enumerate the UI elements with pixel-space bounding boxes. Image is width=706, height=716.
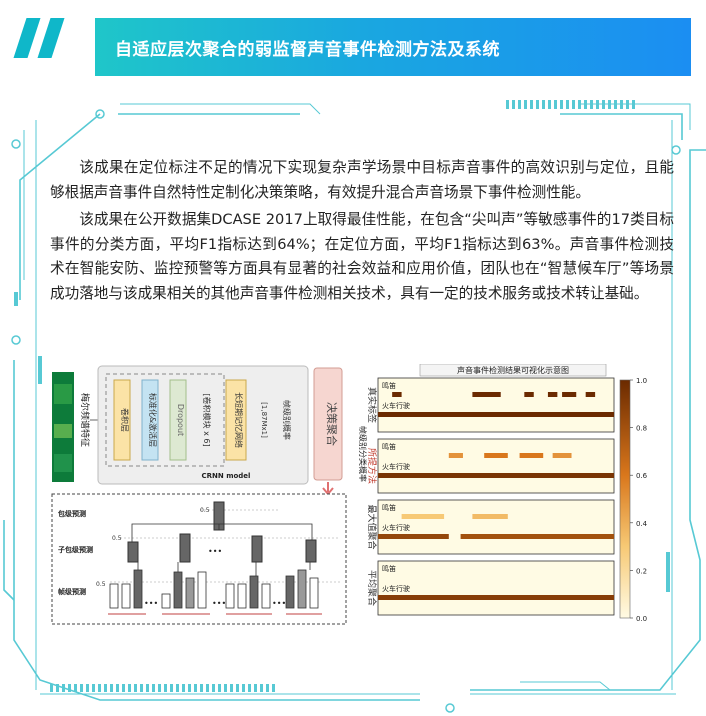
event-label: 火车行驶 bbox=[382, 584, 410, 593]
tick-label: 0.5 bbox=[200, 507, 210, 514]
colorbar-tick-label: 0.2 bbox=[636, 567, 647, 575]
level-label: 包级预测 bbox=[58, 509, 86, 518]
event-label: 火车行驶 bbox=[382, 462, 410, 471]
layer-label: 卷积层 bbox=[120, 408, 130, 432]
heat-segment bbox=[472, 392, 501, 397]
colorbar-tick-label: 0.0 bbox=[636, 615, 647, 623]
ellipsis: ••• bbox=[144, 599, 158, 608]
layer-label: Dropout bbox=[176, 404, 185, 436]
ellipsis: ••• bbox=[208, 547, 222, 556]
colorbar-tick-label: 0.6 bbox=[636, 472, 648, 480]
event-label: 火车行驶 bbox=[382, 401, 410, 410]
repeat-label: [卷积模块 x 6] bbox=[202, 393, 212, 446]
row-label: 所提方法 bbox=[366, 448, 378, 484]
heat-segment bbox=[378, 412, 614, 417]
side-label: 帧级别分类概率 bbox=[358, 426, 368, 482]
panel-background bbox=[377, 438, 615, 494]
layer-norm bbox=[141, 379, 159, 461]
header-slash-decoration bbox=[13, 18, 41, 58]
heat-segment bbox=[392, 392, 402, 397]
input-label: 梅尔频谱特征 bbox=[79, 393, 91, 447]
colorbar bbox=[619, 379, 631, 619]
heat-segment bbox=[472, 514, 508, 519]
row-label: 平均聚合 bbox=[366, 570, 378, 606]
chart-title: 声音事件检测结果可视化示意图 bbox=[457, 365, 569, 375]
heat-segment bbox=[524, 392, 534, 397]
paragraph: 该成果在定位标注不足的情况下实现复杂声学场景中目标声音事件的高效识别与定位，且能… bbox=[50, 159, 674, 201]
heat-segment bbox=[519, 453, 544, 458]
body-text: 该成果在定位标注不足的情况下实现复杂声学场景中目标声音事件的高效识别与定位，且能… bbox=[50, 156, 674, 307]
heat-segment bbox=[552, 453, 572, 458]
spectrogram-image bbox=[52, 372, 74, 482]
decision-label: 决策聚合 bbox=[325, 402, 339, 446]
event-label: 鸣笛 bbox=[382, 503, 396, 512]
row-label: 最大值聚合 bbox=[366, 504, 378, 549]
panel-background bbox=[377, 499, 615, 555]
paragraph: 该成果在公开数据集DCASE 2017上取得最佳性能，在包含“尖叫声”等敏感事件… bbox=[50, 211, 674, 302]
output-label: 帧级别概率 bbox=[282, 400, 292, 440]
model-diagram: 梅尔频谱特征 卷积层 标准化&激活层 Dropout [卷积模块 x 6] 长短… bbox=[51, 365, 347, 625]
heat-segment bbox=[562, 392, 577, 397]
header-slash-decoration bbox=[37, 18, 65, 58]
event-label: 鸣笛 bbox=[382, 564, 396, 573]
layer-conv bbox=[113, 379, 131, 461]
colorbar-tick-label: 0.8 bbox=[636, 425, 647, 433]
heat-segment bbox=[484, 453, 508, 458]
level-label: 帧级预测 bbox=[58, 587, 86, 596]
heat-segment bbox=[378, 534, 449, 539]
heat-segment bbox=[547, 392, 558, 397]
event-label: 鸣笛 bbox=[382, 381, 396, 390]
heat-segment bbox=[448, 453, 463, 458]
layer-lstm bbox=[225, 379, 247, 461]
layer-label: 长短期记忆网络 bbox=[234, 392, 244, 448]
model-name: CRNN model bbox=[202, 472, 251, 480]
colorbar-tick-label: 0.4 bbox=[636, 520, 648, 528]
event-label: 火车行驶 bbox=[382, 523, 410, 532]
tick-label: 0.5 bbox=[112, 535, 122, 542]
event-label: 鸣笛 bbox=[382, 442, 396, 451]
heat-segment bbox=[378, 473, 614, 478]
heat-segment bbox=[460, 534, 614, 539]
decision-box bbox=[313, 367, 343, 481]
heat-segment bbox=[401, 514, 445, 519]
dim-label: [1,87Mx1] bbox=[260, 402, 268, 438]
tick-label: 0.5 bbox=[96, 581, 106, 588]
page-title: 自适应层次聚合的弱监督声音事件检测方法及系统 bbox=[115, 39, 500, 60]
heat-segment bbox=[585, 392, 596, 397]
row-label: 真实标签 bbox=[366, 387, 378, 423]
level-label: 子包级预测 bbox=[58, 545, 93, 554]
ellipsis: ••• bbox=[212, 599, 226, 608]
title-banner: 自适应层次聚合的弱监督声音事件检测方法及系统 bbox=[95, 18, 691, 76]
colorbar-tick-label: 1.0 bbox=[636, 377, 647, 385]
result-heatmap: 声音事件检测结果可视化示意图 帧级别分类概率 真实标签所提方法最大值聚合平均聚合… bbox=[358, 364, 648, 623]
panel-background bbox=[377, 560, 615, 616]
heat-segment bbox=[378, 595, 614, 600]
layer-dropout bbox=[169, 379, 187, 461]
panel-background bbox=[377, 377, 615, 433]
ellipsis: ••• bbox=[272, 599, 286, 608]
conv-module-box bbox=[105, 373, 225, 467]
layer-label: 标准化&激活层 bbox=[148, 393, 158, 447]
